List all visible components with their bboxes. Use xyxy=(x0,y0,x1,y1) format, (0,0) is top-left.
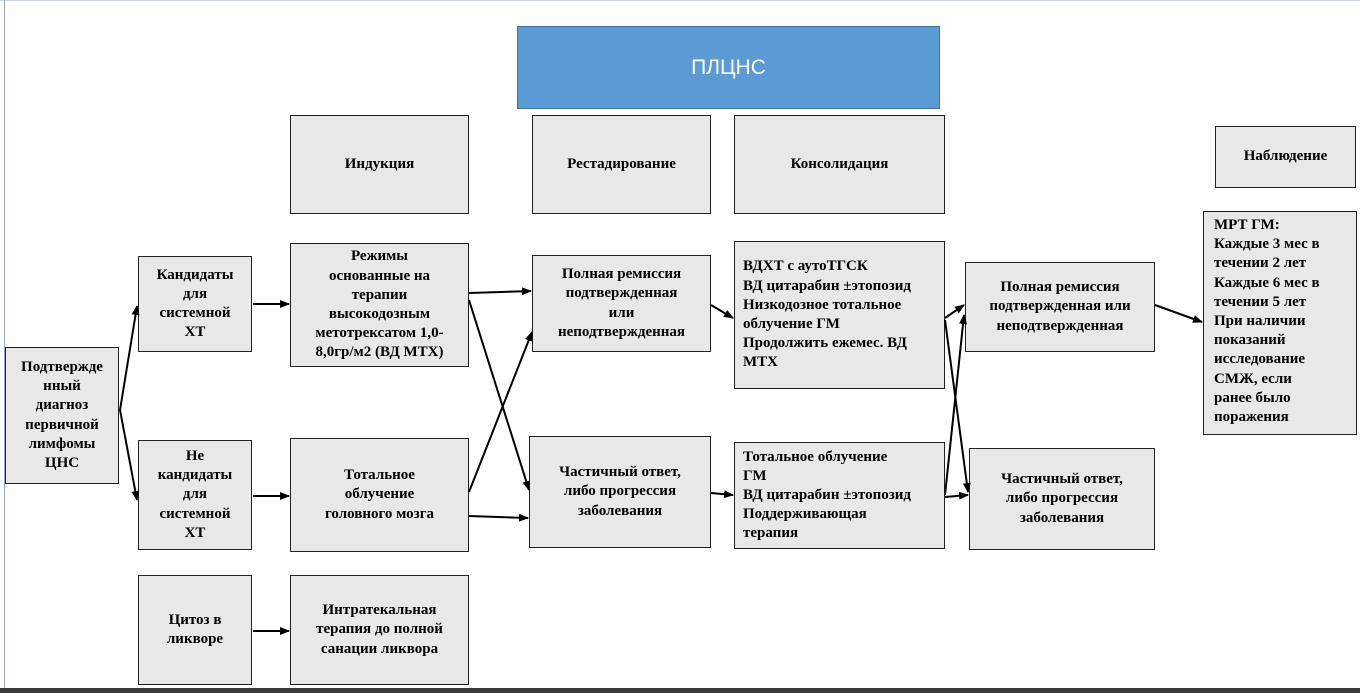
node-observation: МРТ ГМ: Каждые 3 мес в течении 2 лет Каж… xyxy=(1203,211,1357,435)
node-candidates-text: Кандидаты для системной ХТ xyxy=(156,266,234,341)
node-consolidation-1: ВДХТ с аутоТГСК ВД цитарабин ±этопозид Н… xyxy=(734,241,945,389)
node-cytosis: Цитоз в ликворе xyxy=(138,575,252,685)
node-intrathecal: Интратекальная терапия до полной санации… xyxy=(290,575,469,685)
arrow-hd-mtx-to-cr1 xyxy=(468,287,532,296)
node-complete-remission-2: Полная ремиссия подтвержденная или непод… xyxy=(965,262,1155,352)
header-observation: Наблюдение xyxy=(1215,126,1356,188)
header-consolidation-text: Консолидация xyxy=(790,155,889,172)
node-partial-response-2-text: Частичный ответ, либо прогрессия заболев… xyxy=(1001,471,1123,526)
node-hd-mtx: Режимы основанные на терапии высокодозны… xyxy=(290,243,469,367)
arrow-hd-mtx-to-pr1 xyxy=(468,299,531,491)
header-consolidation: Консолидация xyxy=(734,115,945,214)
diagram-title-text: ПЛЦНС xyxy=(691,55,766,79)
header-induction-text: Индукция xyxy=(344,155,415,172)
arrow-wbrt-to-pr1 xyxy=(468,513,529,522)
header-induction: Индукция xyxy=(290,115,469,214)
header-observation-text: Наблюдение xyxy=(1243,148,1328,165)
frame-bottom-bar xyxy=(0,688,1360,693)
arrow-cr1-to-consolidation-1 xyxy=(710,304,734,319)
node-observation-text: МРТ ГМ: Каждые 3 мес в течении 2 лет Каж… xyxy=(1214,217,1320,425)
node-intrathecal-text: Интратекальная терапия до полной санации… xyxy=(316,602,443,657)
node-complete-remission-1: Полная ремиссия подтвержденная или непод… xyxy=(532,255,711,352)
node-consolidation-1-text: ВДХТ с аутоТГСК ВД цитарабин ±этопозид Н… xyxy=(743,258,912,371)
arrow-cr2-to-observation xyxy=(1154,304,1203,323)
arrow-wbrt-to-cr1 xyxy=(468,331,533,493)
node-complete-remission-1-text: Полная ремиссия подтвержденная или непод… xyxy=(557,266,686,340)
node-hd-mtx-text: Режимы основанные на терапии высокодозны… xyxy=(315,248,444,361)
node-diagnosis: Подтвержде нный диагноз первичной лимфом… xyxy=(5,347,119,484)
node-partial-response-1: Частичный ответ, либо прогрессия заболев… xyxy=(529,436,711,548)
frame-top-line xyxy=(0,0,1360,1)
diagram-title: ПЛЦНС xyxy=(517,26,940,109)
node-partial-response-1-text: Частичный ответ, либо прогрессия заболев… xyxy=(559,464,681,519)
node-wbrt-text: Тотальное облучение головного мозга xyxy=(324,467,435,522)
arrow-consol2-to-cr2 xyxy=(944,314,968,496)
arrow-diagnosis-to-candidates xyxy=(119,305,140,411)
node-cytosis-text: Цитоз в ликворе xyxy=(166,611,224,647)
node-candidates: Кандидаты для системной ХТ xyxy=(138,256,252,352)
arrow-consol1-to-cr2 xyxy=(944,304,965,319)
header-restaging: Рестадирование xyxy=(532,115,711,214)
node-consolidation-2-text: Тотальное облучение ГМ ВД цитарабин ±это… xyxy=(743,448,912,542)
arrow-diagnosis-to-non-candidates xyxy=(119,409,140,501)
node-consolidation-2: Тотальное облучение ГМ ВД цитарабин ±это… xyxy=(734,442,945,549)
arrow-consol2-to-pr2 xyxy=(944,491,969,500)
arrow-pr1-to-consolidation-2 xyxy=(710,490,734,499)
arrow-consol1-to-pr2 xyxy=(944,319,971,493)
node-diagnosis-text: Подтвержде нный диагноз первичной лимфом… xyxy=(21,358,103,471)
node-partial-response-2: Частичный ответ, либо прогрессия заболев… xyxy=(969,448,1155,550)
node-wbrt: Тотальное облучение головного мозга xyxy=(290,438,469,552)
node-complete-remission-2-text: Полная ремиссия подтвержденная или непод… xyxy=(989,279,1131,334)
node-non-candidates-text: Не кандидаты для системной ХТ xyxy=(157,448,233,541)
frame-left-line xyxy=(4,0,5,690)
header-restaging-text: Рестадирование xyxy=(567,155,676,172)
